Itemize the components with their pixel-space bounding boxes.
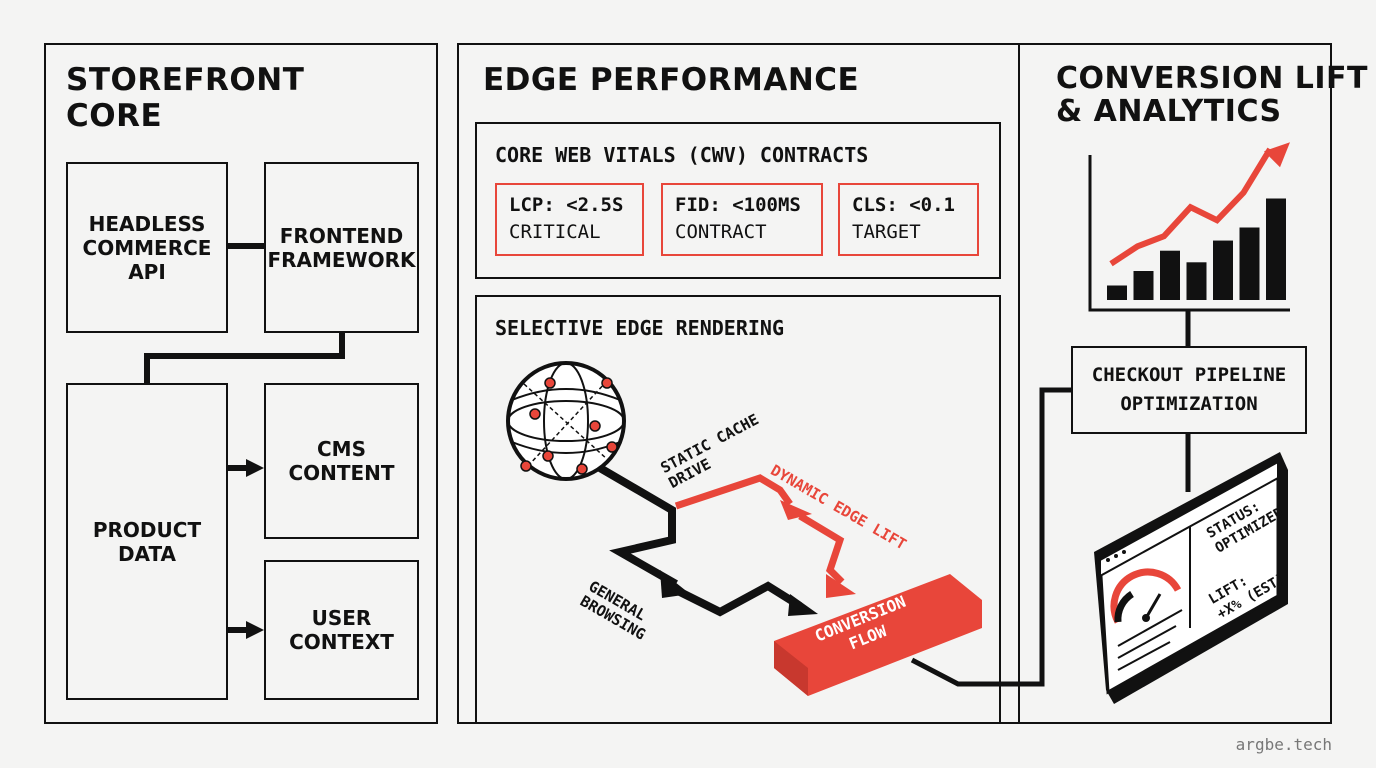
lcp-metric: LCP: <2.5S CRITICAL [495,183,644,256]
footer-brand: argbe.tech [1235,735,1332,754]
conversion-to-checkout-connector [910,387,1071,687]
arrow-to-user-context [228,621,264,639]
headless-commerce-api-label: HEADLESS COMMERCE API [82,211,212,284]
lcp-metric-label: LCP: <2.5S [509,194,624,216]
user-context-label: USER CONTEXT [289,606,394,654]
general-browsing-path [674,581,803,617]
cms-content-node: CMS CONTENT [264,383,419,539]
dashboard-screen-icon [1094,452,1288,704]
storefront-core-panel [44,43,438,724]
trend-arrowhead [1264,142,1290,168]
headless-commerce-api-node: HEADLESS COMMERCE API [66,162,228,333]
fid-metric-note: CONTRACT [675,221,767,243]
cls-metric-note: TARGET [852,221,921,243]
cwv-contracts-box [475,122,1001,279]
cwv-contracts-title: CORE WEB VITALS (CWV) CONTRACTS [495,143,869,167]
analytics-chart [1088,142,1290,312]
storefront-connectors [144,243,345,383]
globe-icon [506,361,626,481]
arrow-to-cms [228,459,264,477]
chart-bar [1107,285,1127,300]
frontend-framework-node: FRONTEND FRAMEWORK [264,162,419,333]
conversion-lift-panel [1018,43,1332,724]
conversion-flow-block [774,574,982,696]
frontend-framework-label: FRONTEND FRAMEWORK [267,223,416,272]
dynamic-arrowhead-2 [826,574,856,598]
cls-metric-label: CLS: <0.1 [852,194,955,216]
user-context-node: USER CONTEXT [264,560,419,700]
chart-bar [1133,271,1154,300]
cls-metric: CLS: <0.1 TARGET [838,183,979,256]
product-data-label: PRODUCT DATA [92,517,202,566]
general-browsing-arrowhead [788,594,818,616]
dynamic-edge-path-2 [798,512,845,585]
cms-content-label: CMS CONTENT [288,437,395,485]
chart-bar [1239,227,1260,300]
chart-bar [1186,262,1207,300]
checkout-pipeline-node: CHECKOUT PIPELINE OPTIMIZATION [1071,346,1307,434]
fid-metric-label: FID: <100MS [675,194,801,216]
static-cache-path [597,464,678,588]
selective-edge-rendering-box [475,295,1001,724]
chart-axis [1088,155,1290,312]
trend-line [1109,147,1273,267]
dynamic-edge-path [674,474,793,510]
chart-bar [1213,240,1233,300]
storefront-core-title: STOREFRONT CORE [66,62,305,134]
edge-performance-title: EDGE PERFORMANCE [483,62,860,98]
conversion-lift-title: CONVERSION LIFT & ANALYTICS [1056,61,1368,129]
selective-edge-rendering-title: SELECTIVE EDGE RENDERING [495,316,784,340]
checkout-pipeline-label: CHECKOUT PIPELINE OPTIMIZATION [1091,364,1287,415]
chart-bar [1266,198,1286,300]
fid-metric: FID: <100MS CONTRACT [661,183,823,256]
lcp-metric-note: CRITICAL [509,221,601,243]
product-data-node: PRODUCT DATA [66,383,228,700]
chart-bar [1160,250,1180,300]
